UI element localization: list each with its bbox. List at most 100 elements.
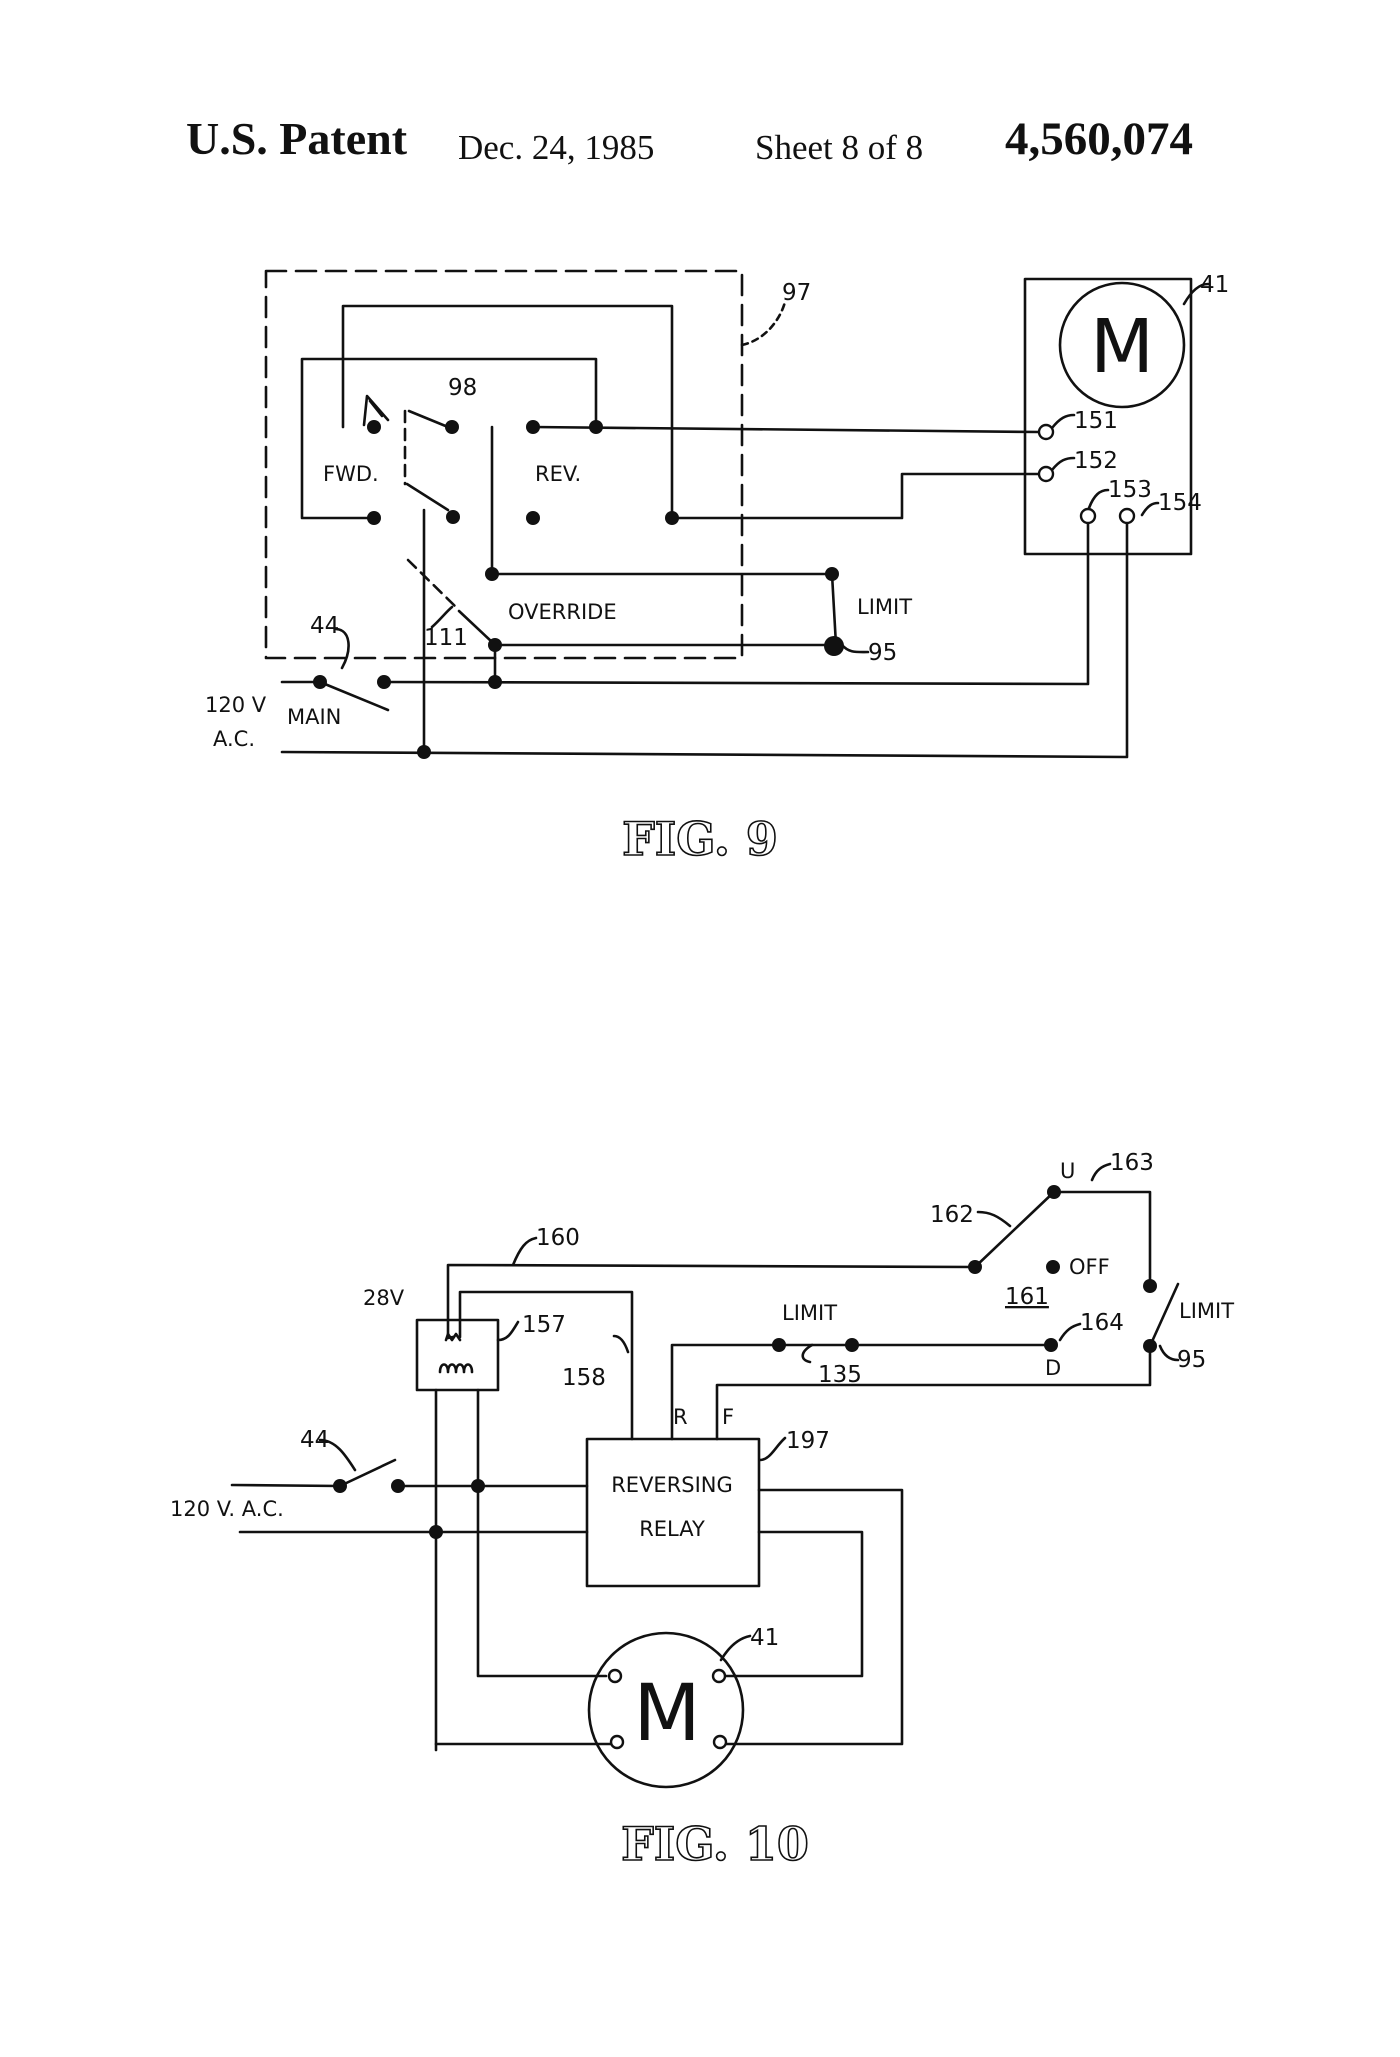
label-u: U	[1060, 1159, 1075, 1183]
node	[367, 420, 381, 434]
leader-135	[801, 1343, 814, 1364]
label-fwd: FWD.	[323, 462, 379, 486]
fwd-top-loop	[341, 304, 674, 520]
label-120v: 120 V	[205, 693, 267, 717]
leader-41-10	[719, 1634, 752, 1662]
terminal-153	[1079, 507, 1097, 525]
node	[1047, 1185, 1061, 1199]
fig10-circuit	[230, 1162, 1180, 1789]
node	[825, 567, 839, 581]
leader-163	[1090, 1162, 1112, 1182]
switch-98-lower-blade	[405, 482, 450, 512]
label-rev: REV.	[535, 462, 581, 486]
wire-158	[458, 1290, 634, 1441]
ref-151: 151	[1074, 408, 1118, 434]
node	[1143, 1279, 1157, 1293]
leader-41	[1182, 282, 1210, 306]
leader-44-10	[318, 1438, 357, 1472]
ref-153: 153	[1108, 477, 1152, 503]
ref-44: 44	[310, 613, 339, 639]
node	[445, 420, 459, 434]
node	[446, 510, 460, 524]
node	[367, 511, 381, 525]
limit-switch-blade	[830, 572, 838, 647]
override-blade	[457, 609, 494, 644]
patent-number: 4,560,074	[1005, 113, 1193, 165]
label-limit-95: LIMIT	[1179, 1299, 1234, 1323]
ref-44-fig10: 44	[300, 1427, 329, 1453]
ref-154: 154	[1158, 490, 1202, 516]
terminal-152	[1037, 465, 1055, 483]
ref-164: 164	[1080, 1310, 1124, 1336]
limit-95-blade	[1148, 1282, 1180, 1348]
main-line-upper-10	[230, 1483, 342, 1488]
wire-151	[531, 425, 1042, 434]
leader-97	[740, 300, 787, 347]
leader-160	[511, 1236, 538, 1267]
ref-163: 163	[1110, 1150, 1154, 1176]
ref-135: 135	[818, 1362, 862, 1388]
label-120vac: 120 V. A.C.	[170, 1497, 284, 1521]
label-off: OFF	[1069, 1255, 1110, 1279]
ref-197: 197	[786, 1428, 830, 1454]
label-d: D	[1045, 1356, 1061, 1380]
leader-164	[1058, 1322, 1082, 1342]
leader-95-10	[1158, 1344, 1180, 1362]
override-mech-link	[406, 558, 460, 611]
motor-terminal	[607, 1668, 623, 1684]
transformer-primary	[438, 1363, 474, 1374]
transformer-157	[415, 1318, 500, 1392]
motor-m-label: M	[1090, 304, 1154, 390]
wire-f	[715, 1344, 1152, 1441]
leader-151	[1050, 413, 1076, 430]
patent-date: Dec. 24, 1985	[458, 128, 655, 167]
switch-98-arrow	[362, 394, 390, 427]
fig9-caption: FIG. 9	[622, 812, 778, 866]
node	[665, 511, 679, 525]
switch-162-blade	[973, 1190, 1056, 1269]
node	[1046, 1260, 1060, 1274]
sheet-number: Sheet 8 of 8	[755, 128, 924, 167]
leader-154	[1140, 501, 1160, 517]
leader-158	[612, 1334, 630, 1354]
label-ac: A.C.	[213, 727, 255, 751]
label-f: F	[722, 1405, 734, 1429]
wire-160	[446, 1263, 977, 1340]
ref-111: 111	[424, 625, 468, 651]
switch-98-arrow-stem	[368, 399, 384, 418]
ref-97: 97	[782, 280, 811, 306]
relay-label-1: REVERSING	[611, 1473, 733, 1497]
ref-157: 157	[522, 1312, 566, 1338]
fwd-left-loop	[300, 357, 598, 520]
node	[488, 675, 502, 689]
ref-98: 98	[448, 375, 477, 401]
relay-out-mid	[718, 1530, 864, 1678]
motor-41-enclosure	[1023, 277, 1193, 556]
ref-160: 160	[536, 1225, 580, 1251]
node	[471, 1479, 485, 1493]
node	[391, 1479, 405, 1493]
wire-163	[1052, 1190, 1152, 1286]
motor-41-circle	[1058, 281, 1186, 409]
label-main: MAIN	[287, 705, 341, 729]
relay-out-top	[723, 1488, 904, 1746]
ref-152: 152	[1074, 448, 1118, 474]
wire-164	[670, 1343, 781, 1441]
motor-terminal	[609, 1734, 625, 1750]
ref-41-fig10: 41	[750, 1625, 779, 1651]
label-limit-135: LIMIT	[782, 1301, 837, 1325]
relay-label-2: RELAY	[639, 1517, 705, 1541]
terminal-151	[1037, 423, 1055, 441]
ref-162: 162	[930, 1202, 974, 1228]
leader-95	[840, 643, 870, 654]
motor-terminal	[712, 1734, 728, 1750]
patent-label: U.S. Patent	[186, 113, 408, 164]
ref-95: 95	[868, 640, 897, 666]
ref-161: 161	[1005, 1284, 1049, 1310]
wire-152	[670, 472, 1042, 520]
leader-153	[1087, 488, 1110, 510]
node	[1044, 1338, 1058, 1352]
node	[845, 1338, 859, 1352]
leader-162	[976, 1210, 1012, 1228]
